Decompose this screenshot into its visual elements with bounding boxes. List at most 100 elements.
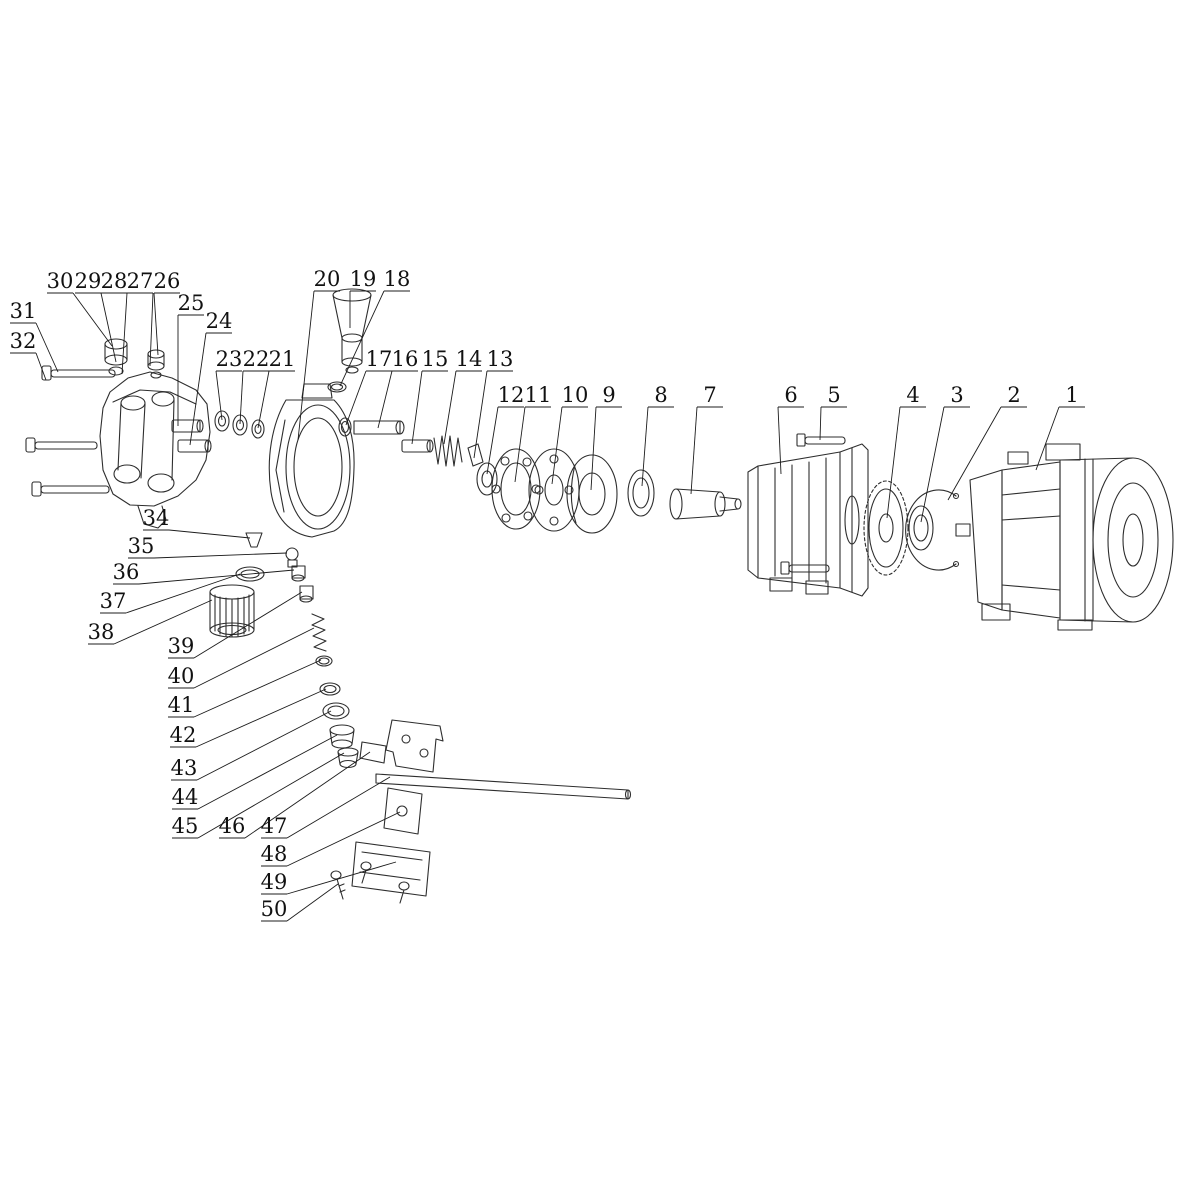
part-piston-plunger bbox=[669, 488, 742, 520]
part-label-44: 44 bbox=[172, 785, 199, 809]
part-unloader-valve-stack bbox=[209, 532, 359, 769]
leader-line-9 bbox=[590, 406, 597, 491]
leader-line-36 bbox=[138, 569, 295, 585]
leader-line-18 bbox=[339, 290, 385, 387]
part-label-2: 2 bbox=[1007, 383, 1020, 407]
leader-line-46 bbox=[244, 751, 371, 839]
leader-line-16 bbox=[377, 370, 393, 429]
part-label-27: 27 bbox=[127, 269, 154, 293]
part-label-48: 48 bbox=[261, 842, 288, 866]
part-top-fitting-a bbox=[104, 338, 128, 376]
leader-line-49 bbox=[286, 861, 397, 895]
part-label-36: 36 bbox=[113, 560, 140, 584]
leader-line-13 bbox=[473, 370, 488, 459]
leader-line-21 bbox=[257, 370, 270, 429]
part-label-31: 31 bbox=[10, 299, 37, 323]
part-check-valves bbox=[171, 419, 212, 453]
leader-line-31 bbox=[35, 322, 59, 373]
part-label-25: 25 bbox=[178, 291, 205, 315]
part-label-38: 38 bbox=[88, 620, 115, 644]
leader-line-35 bbox=[153, 552, 288, 559]
part-pump-housing bbox=[268, 383, 355, 538]
part-manifold-head bbox=[99, 371, 211, 529]
leader-line-11 bbox=[514, 406, 526, 483]
leader-line-44 bbox=[197, 734, 338, 810]
part-label-46: 46 bbox=[219, 814, 246, 838]
part-label-8: 8 bbox=[654, 383, 667, 407]
part-circlip bbox=[905, 489, 960, 571]
part-label-37: 37 bbox=[100, 589, 127, 613]
part-label-12: 12 bbox=[498, 383, 525, 407]
leader-line-27 bbox=[149, 292, 154, 367]
leader-line-37 bbox=[125, 573, 241, 614]
part-thrust-washer bbox=[476, 462, 498, 496]
leader-line-29 bbox=[100, 292, 117, 363]
part-label-50: 50 bbox=[261, 897, 288, 921]
leader-line-34 bbox=[168, 529, 251, 539]
part-label-20: 20 bbox=[314, 267, 341, 291]
leader-line-10 bbox=[551, 406, 563, 485]
part-label-4: 4 bbox=[906, 383, 919, 407]
part-label-26: 26 bbox=[154, 269, 181, 293]
leader-line-20 bbox=[297, 290, 315, 441]
part-shaft-and-spring bbox=[338, 417, 484, 467]
leader-line-1 bbox=[1035, 406, 1060, 471]
part-label-49: 49 bbox=[261, 870, 288, 894]
leader-line-42 bbox=[195, 688, 327, 748]
part-label-7: 7 bbox=[703, 383, 716, 407]
part-ball-bearing-cage bbox=[491, 448, 541, 530]
part-label-28: 28 bbox=[101, 269, 128, 293]
part-label-41: 41 bbox=[168, 693, 195, 717]
leader-line-14 bbox=[443, 370, 457, 445]
part-label-42: 42 bbox=[170, 723, 197, 747]
leader-line-28 bbox=[121, 292, 128, 375]
leader-line-32 bbox=[35, 352, 47, 381]
part-motor bbox=[955, 443, 1174, 631]
part-spacer-ring bbox=[627, 469, 655, 517]
part-label-23: 23 bbox=[216, 347, 243, 371]
part-label-15: 15 bbox=[422, 347, 449, 371]
part-label-21: 21 bbox=[269, 347, 296, 371]
part-label-3: 3 bbox=[950, 383, 963, 407]
leader-lines-layer bbox=[10, 290, 1085, 922]
part-front-housing bbox=[747, 443, 869, 597]
leader-line-23 bbox=[215, 370, 223, 421]
leader-line-6 bbox=[777, 406, 782, 475]
part-label-30: 30 bbox=[47, 269, 74, 293]
leader-line-43 bbox=[196, 710, 332, 781]
leader-line-39 bbox=[193, 591, 303, 659]
part-label-13: 13 bbox=[487, 347, 514, 371]
leader-line-4 bbox=[886, 406, 901, 519]
part-handle-bracket bbox=[330, 719, 632, 904]
part-drive-gear bbox=[863, 480, 909, 576]
part-label-34: 34 bbox=[143, 506, 170, 530]
leader-line-40 bbox=[193, 627, 315, 689]
part-mounting-bolts bbox=[25, 365, 116, 497]
part-label-1: 1 bbox=[1065, 383, 1078, 407]
part-label-17: 17 bbox=[366, 347, 393, 371]
part-label-18: 18 bbox=[384, 267, 411, 291]
part-label-10: 10 bbox=[562, 383, 589, 407]
part-label-43: 43 bbox=[171, 756, 198, 780]
part-ball-bearing bbox=[908, 505, 934, 551]
leader-line-30 bbox=[72, 292, 113, 347]
part-label-39: 39 bbox=[168, 634, 195, 658]
leader-line-2 bbox=[947, 406, 1002, 501]
part-label-45: 45 bbox=[172, 814, 199, 838]
leader-line-3 bbox=[920, 406, 945, 523]
part-housing-bolts bbox=[780, 433, 846, 575]
leader-line-24 bbox=[189, 332, 207, 446]
part-inlet-cap bbox=[327, 288, 372, 393]
leader-line-50 bbox=[286, 883, 339, 922]
part-top-fitting-b bbox=[147, 349, 165, 379]
part-label-6: 6 bbox=[784, 383, 797, 407]
leader-line-41 bbox=[193, 659, 322, 718]
part-label-35: 35 bbox=[128, 534, 155, 558]
part-label-22: 22 bbox=[243, 347, 270, 371]
leader-line-12 bbox=[486, 406, 499, 475]
part-label-40: 40 bbox=[168, 664, 195, 688]
leader-line-47 bbox=[286, 776, 391, 839]
part-label-14: 14 bbox=[456, 347, 483, 371]
leader-line-38 bbox=[113, 599, 213, 645]
